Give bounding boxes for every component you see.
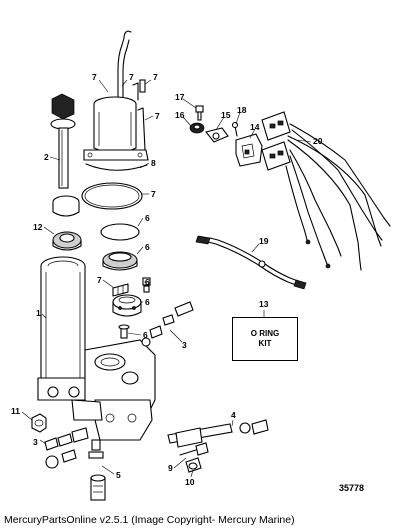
manual-release-valve-4-part [167,419,269,448]
callout-17: 17 [175,92,185,102]
piston-seal-part [52,231,82,251]
callout-6-screw: 6 [143,330,148,340]
diagram-number: 35778 [339,483,365,493]
callout-6-valve-seat: 6 [145,297,150,307]
pump-motor-part [83,30,149,161]
pump-body-part [71,339,156,441]
filter-cup-6b-part [102,251,138,271]
relief-valve-3b-part [44,427,89,469]
o-ring-6a-part [100,223,140,241]
valve-screw-9-part [179,442,209,456]
callout-16: 16 [175,110,185,120]
callout-13: 13 [259,299,269,309]
relay-14-part [235,133,263,167]
callout-12: 12 [33,222,43,232]
callout-7-o-ring: 7 [151,189,156,199]
callout-2: 2 [44,152,49,162]
motor-seal-part [85,163,148,171]
screw-17-part [195,105,204,121]
callout-18: 18 [237,105,247,115]
kit-label-line1: O RING [250,329,280,338]
callout-7-bolt: 7 [155,111,160,121]
callout-6-filter: 6 [145,242,150,252]
callout-4: 4 [231,410,236,420]
leader-lines [21,79,312,478]
spring-7-part [112,283,129,297]
o-ring-10-part [185,457,202,473]
screw-6d-part [118,324,130,339]
copyright-footer: MercuryPartsOnline v2.5.1 (Image Copyrig… [4,514,295,526]
callout-7-wire: 7 [129,72,134,82]
jumper-wire-19-part [195,235,307,290]
fitting-5-part [88,439,106,501]
large-o-ring-part [81,182,143,210]
callout-1: 1 [36,308,41,318]
trim-rod-part [50,93,80,217]
callout-9: 9 [168,463,173,473]
grommet-16-part [189,122,205,134]
callout-7-motor: 7 [92,72,97,82]
trim-cylinder-part [37,256,93,401]
callout-6-o-ring: 6 [145,213,150,223]
callout-8: 8 [151,158,156,168]
callout-3-upper: 3 [182,340,187,350]
screw-18-part [231,121,239,137]
callout-20: 20 [313,136,323,146]
callout-6-check-valve: 6 [145,277,150,287]
kit-label-line2: KIT [258,339,272,348]
clip-15-part [205,127,229,143]
callout-10: 10 [185,477,195,487]
relief-valve-3a-part [141,301,194,347]
callout-15: 15 [221,110,231,120]
callout-3-lower: 3 [33,437,38,447]
callout-14: 14 [250,122,260,132]
callout-7-screw: 7 [153,72,158,82]
callout-19: 19 [259,236,269,246]
callout-5: 5 [116,470,121,480]
plug-11-part [31,413,47,433]
callout-11: 11 [11,406,20,416]
valve-seat-6c-part [112,294,142,317]
callout-7-spring: 7 [97,275,102,285]
o-ring-kit-box: O RING KIT [232,317,298,361]
check-valve-6e-part [142,277,151,293]
motor-screw-part [139,79,146,93]
wiring-harness-20-part [261,111,391,271]
